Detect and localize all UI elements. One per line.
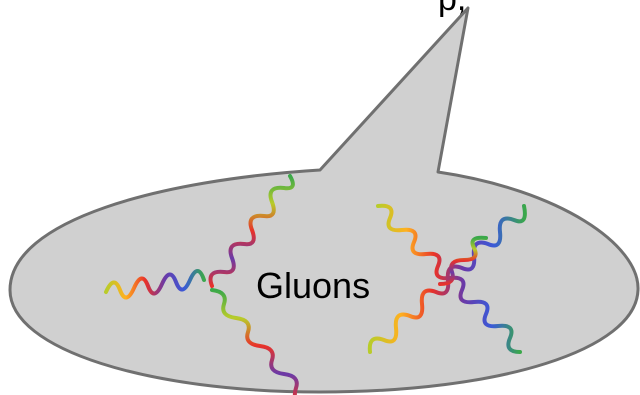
gluons-label: Gluons <box>256 265 370 306</box>
speech-bubble <box>10 8 638 392</box>
speech-bubble-shape <box>10 8 638 392</box>
